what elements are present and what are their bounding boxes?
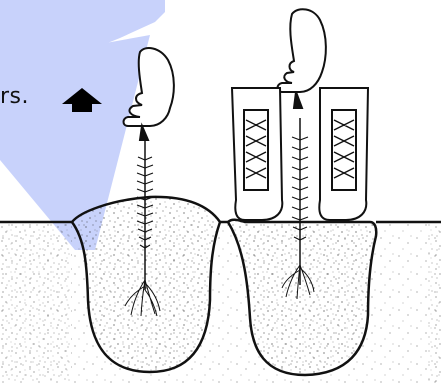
caption-fragment: rs. (0, 84, 29, 109)
right-boot (319, 88, 368, 220)
left-boot (232, 88, 282, 220)
right-hand (278, 9, 326, 108)
